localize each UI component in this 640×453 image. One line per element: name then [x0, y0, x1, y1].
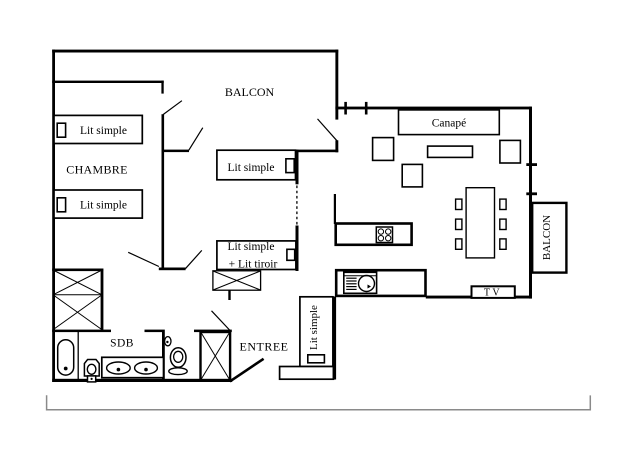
- svg-text:SDB: SDB: [110, 338, 134, 350]
- svg-text:+ Lit tiroir: + Lit tiroir: [229, 258, 278, 270]
- svg-text:BALCON: BALCON: [225, 85, 275, 99]
- svg-text:Lit simple: Lit simple: [80, 200, 127, 212]
- svg-text:Lit simple: Lit simple: [228, 162, 275, 174]
- svg-text:Canapé: Canapé: [432, 118, 466, 130]
- svg-text:Lit simple: Lit simple: [308, 305, 320, 350]
- svg-text:CHAMBRE: CHAMBRE: [66, 163, 127, 177]
- svg-text:TV: TV: [484, 287, 502, 298]
- svg-text:Lit simple: Lit simple: [80, 125, 127, 137]
- svg-text:Lit simple: Lit simple: [228, 241, 275, 253]
- svg-text:BALCON: BALCON: [541, 215, 553, 260]
- svg-text:ENTREE: ENTREE: [240, 340, 289, 354]
